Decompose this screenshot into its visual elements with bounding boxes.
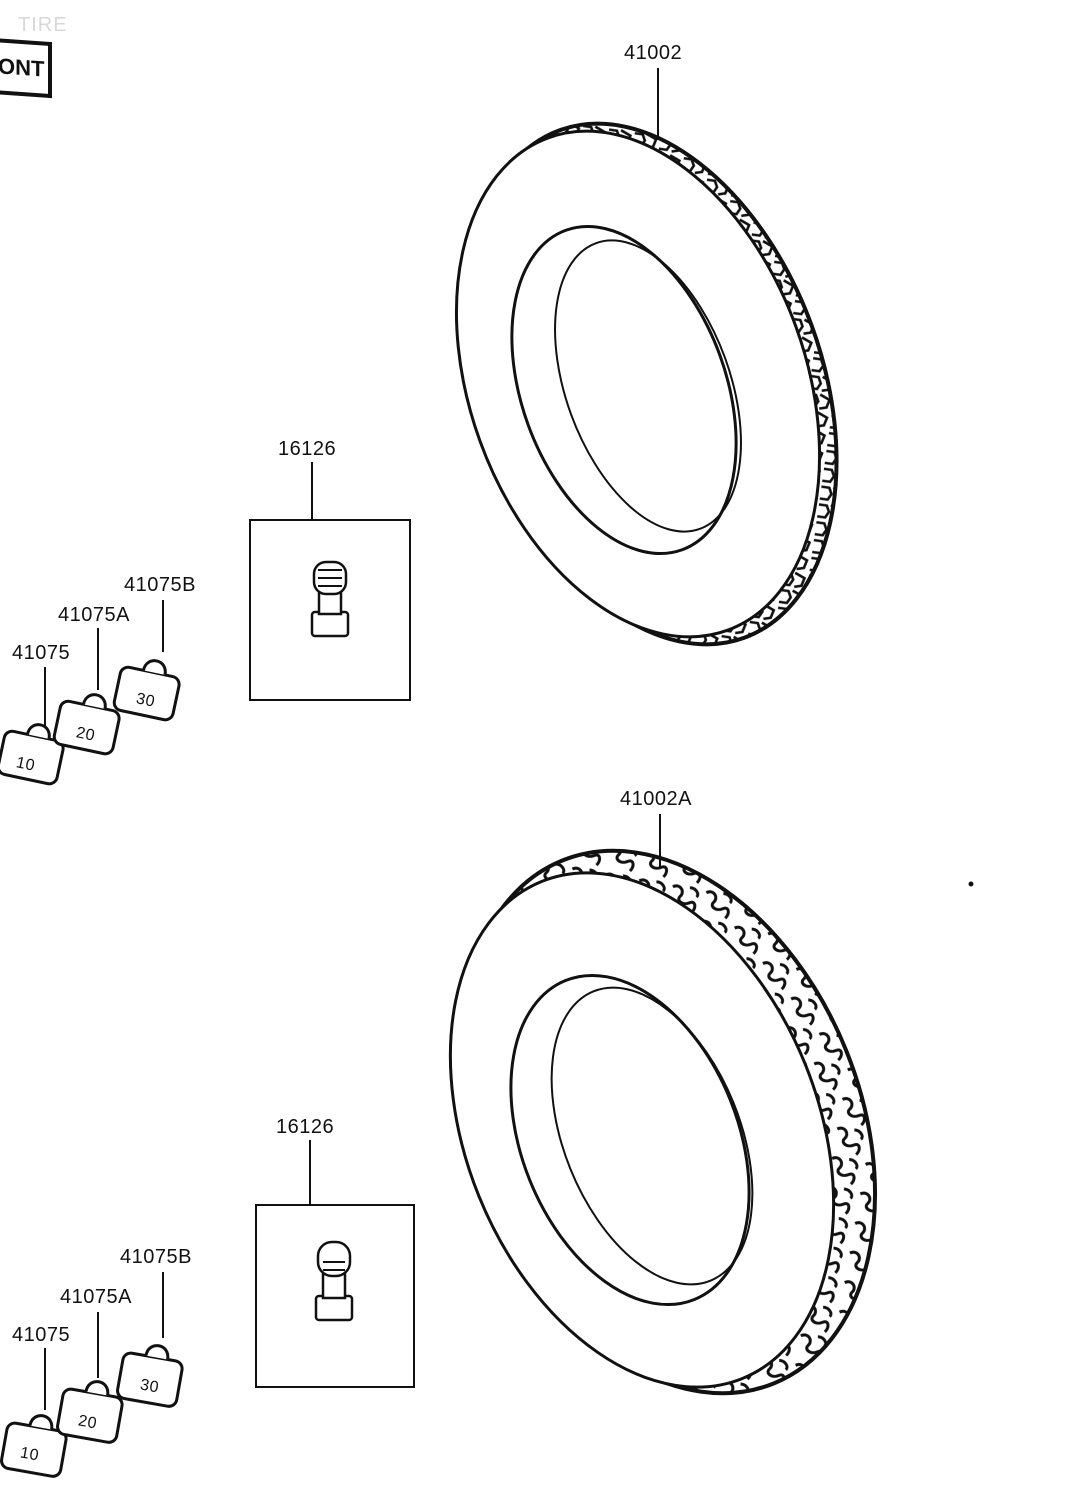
weight-marking: 20 bbox=[74, 724, 97, 745]
part-label-tire-lower: 41002A bbox=[620, 788, 692, 810]
tire-41002 bbox=[454, 121, 839, 647]
weight-41075B-upper bbox=[112, 659, 181, 722]
weight-41075A-lower bbox=[56, 1380, 124, 1444]
part-label-weight-upper: 41075B bbox=[124, 574, 196, 596]
part-label-weight-lower: 41075A bbox=[60, 1286, 132, 1308]
weights-upper bbox=[0, 600, 181, 786]
weight-41075B-lower bbox=[116, 1344, 184, 1408]
part-label-valve-lower: 16126 bbox=[276, 1116, 335, 1138]
part-label-tire-upper: 41002 bbox=[624, 42, 683, 64]
stray-dot bbox=[968, 881, 974, 887]
part-label-weight-lower: 41075 bbox=[12, 1324, 71, 1346]
tire-41002A bbox=[448, 848, 878, 1396]
part-label-valve-upper: 16126 bbox=[278, 438, 337, 460]
weight-marking: 20 bbox=[76, 1412, 99, 1433]
weight-41075A-upper bbox=[52, 693, 121, 756]
valve-box-upper bbox=[249, 462, 411, 701]
part-label-weight-upper: 41075 bbox=[12, 642, 71, 664]
valve-box-lower bbox=[255, 1140, 415, 1388]
part-label-weight-upper: 41075A bbox=[58, 604, 130, 626]
section-title: TIRE bbox=[18, 14, 68, 36]
weight-marking: 10 bbox=[18, 1444, 41, 1465]
part-label-weight-lower: 41075B bbox=[120, 1246, 192, 1268]
weight-marking: 30 bbox=[134, 690, 157, 711]
weight-marking: 10 bbox=[14, 754, 37, 775]
weight-marking: 30 bbox=[138, 1376, 161, 1397]
weight-41075-upper bbox=[0, 723, 65, 786]
weights-lower bbox=[0, 1272, 184, 1478]
weight-41075-lower bbox=[0, 1414, 68, 1478]
